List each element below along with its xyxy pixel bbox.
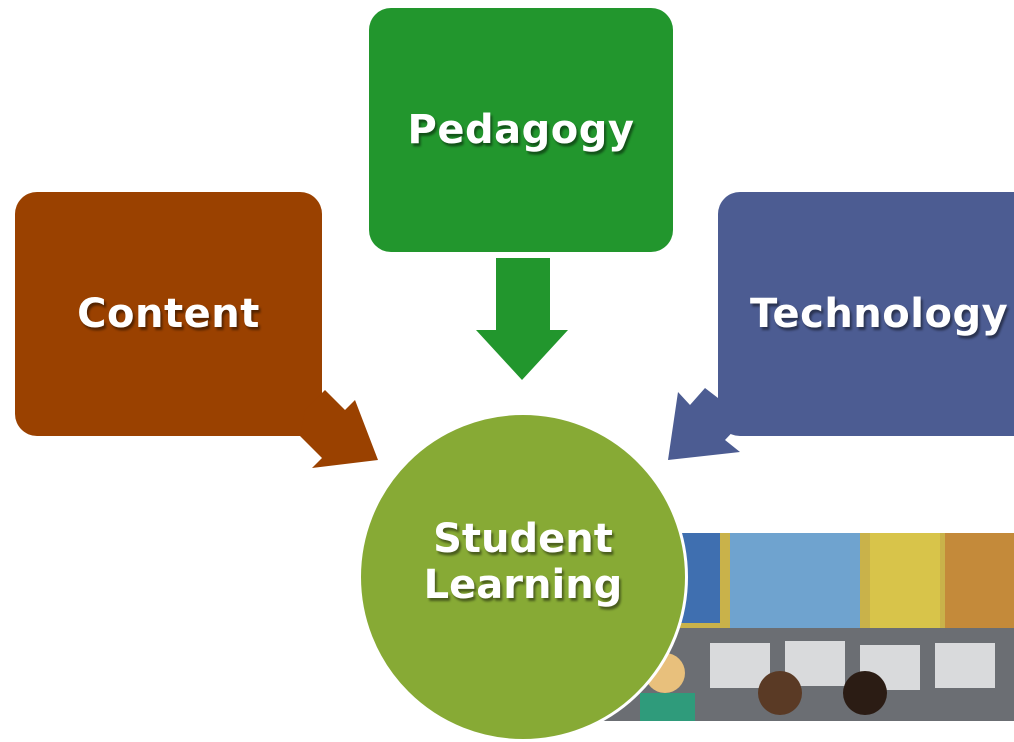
technology-label: Technology [750, 291, 1009, 337]
pedagogy-label: Pedagogy [407, 107, 635, 153]
arrows-layer [300, 258, 742, 468]
pedagogy-arrow [476, 258, 568, 380]
technology-box: Technology [718, 192, 1014, 436]
pedagogy-box: Pedagogy [369, 8, 673, 252]
content-box: Content [15, 192, 322, 436]
content-label: Content [77, 291, 260, 337]
student-learning-circle: Student Learning [358, 412, 688, 742]
student-learning-line1: Student [433, 516, 613, 562]
content-arrow [300, 390, 378, 468]
technology-arrow [668, 388, 742, 460]
student-learning-line2: Learning [423, 562, 623, 608]
